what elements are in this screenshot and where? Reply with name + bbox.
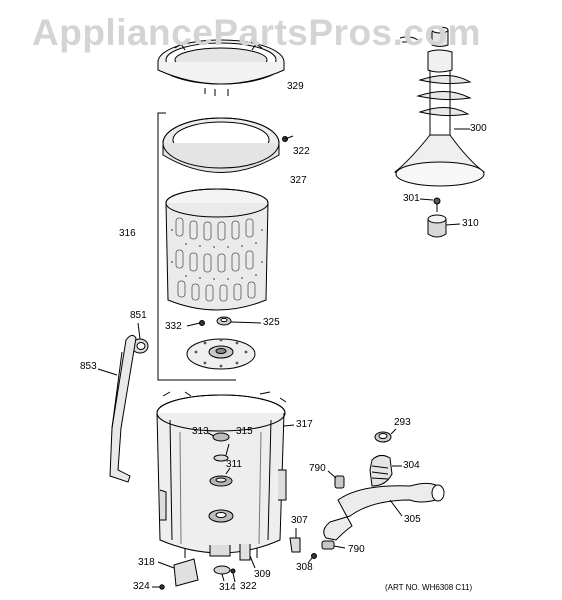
hub-nut-325 — [216, 316, 262, 326]
callout-332: 332 — [165, 321, 182, 332]
callout-305: 305 — [404, 514, 421, 525]
washer-315 — [213, 443, 230, 462]
screw-322-top — [282, 135, 294, 142]
callout-790-upper: 790 — [309, 463, 326, 474]
callout-313: 313 — [192, 426, 209, 437]
balance-ring-327 — [162, 117, 280, 173]
art-number: (ART NO. WH6308 C11) — [385, 583, 473, 592]
bearing-311 — [209, 467, 233, 487]
callout-317: 317 — [296, 419, 313, 430]
callout-301: 301 — [403, 193, 420, 204]
tub-cover-329 — [157, 39, 285, 96]
callout-300: 300 — [470, 123, 487, 134]
callout-293: 293 — [394, 417, 411, 428]
callout-311: 311 — [226, 459, 242, 470]
screw-308 — [307, 553, 317, 564]
clamp-293 — [374, 428, 397, 443]
callout-314: 314 — [219, 582, 236, 593]
callout-318: 318 — [138, 557, 155, 568]
watermark: AppliancePartsPros.com — [32, 12, 481, 53]
callout-324: 324 — [133, 581, 150, 592]
seal-313 — [207, 432, 230, 442]
callout-315: 315 — [236, 426, 253, 437]
callout-309: 309 — [254, 569, 271, 580]
screw-332 — [186, 320, 205, 327]
callout-316: 316 — [119, 228, 136, 239]
clamp-790-lower — [321, 540, 346, 550]
callout-310: 310 — [462, 218, 479, 229]
grommet-314 — [213, 565, 231, 582]
callout-327: 327 — [290, 175, 307, 186]
cap-310 — [427, 214, 461, 238]
callout-790-lower: 790 — [348, 544, 365, 555]
assembly-bracket-316 — [157, 112, 236, 381]
agitator-300 — [394, 26, 485, 187]
hose-304 — [369, 454, 402, 487]
screw-322-bottom — [230, 568, 236, 583]
bracket-307 — [289, 528, 301, 553]
callout-853: 853 — [80, 361, 97, 372]
callout-308: 308 — [296, 562, 313, 573]
bolt-301 — [419, 197, 441, 212]
callout-329: 329 — [287, 81, 304, 92]
screw-324 — [152, 584, 165, 590]
clamp-790-upper — [327, 470, 345, 489]
hose-853 — [97, 334, 137, 483]
callout-325: 325 — [263, 317, 280, 328]
drain-outlet — [208, 509, 234, 523]
pipe-309 — [239, 544, 256, 569]
callout-304: 304 — [403, 460, 420, 471]
drain-hose-305 — [323, 482, 445, 541]
callout-322-bottom: 322 — [240, 581, 257, 592]
basket-hub-plate — [186, 338, 256, 370]
callout-322-top: 322 — [293, 146, 310, 157]
callout-851: 851 — [130, 310, 147, 321]
callout-307: 307 — [291, 515, 308, 526]
outer-tub-317 — [156, 391, 295, 558]
bracket-318 — [157, 558, 199, 587]
wash-basket — [165, 188, 269, 311]
